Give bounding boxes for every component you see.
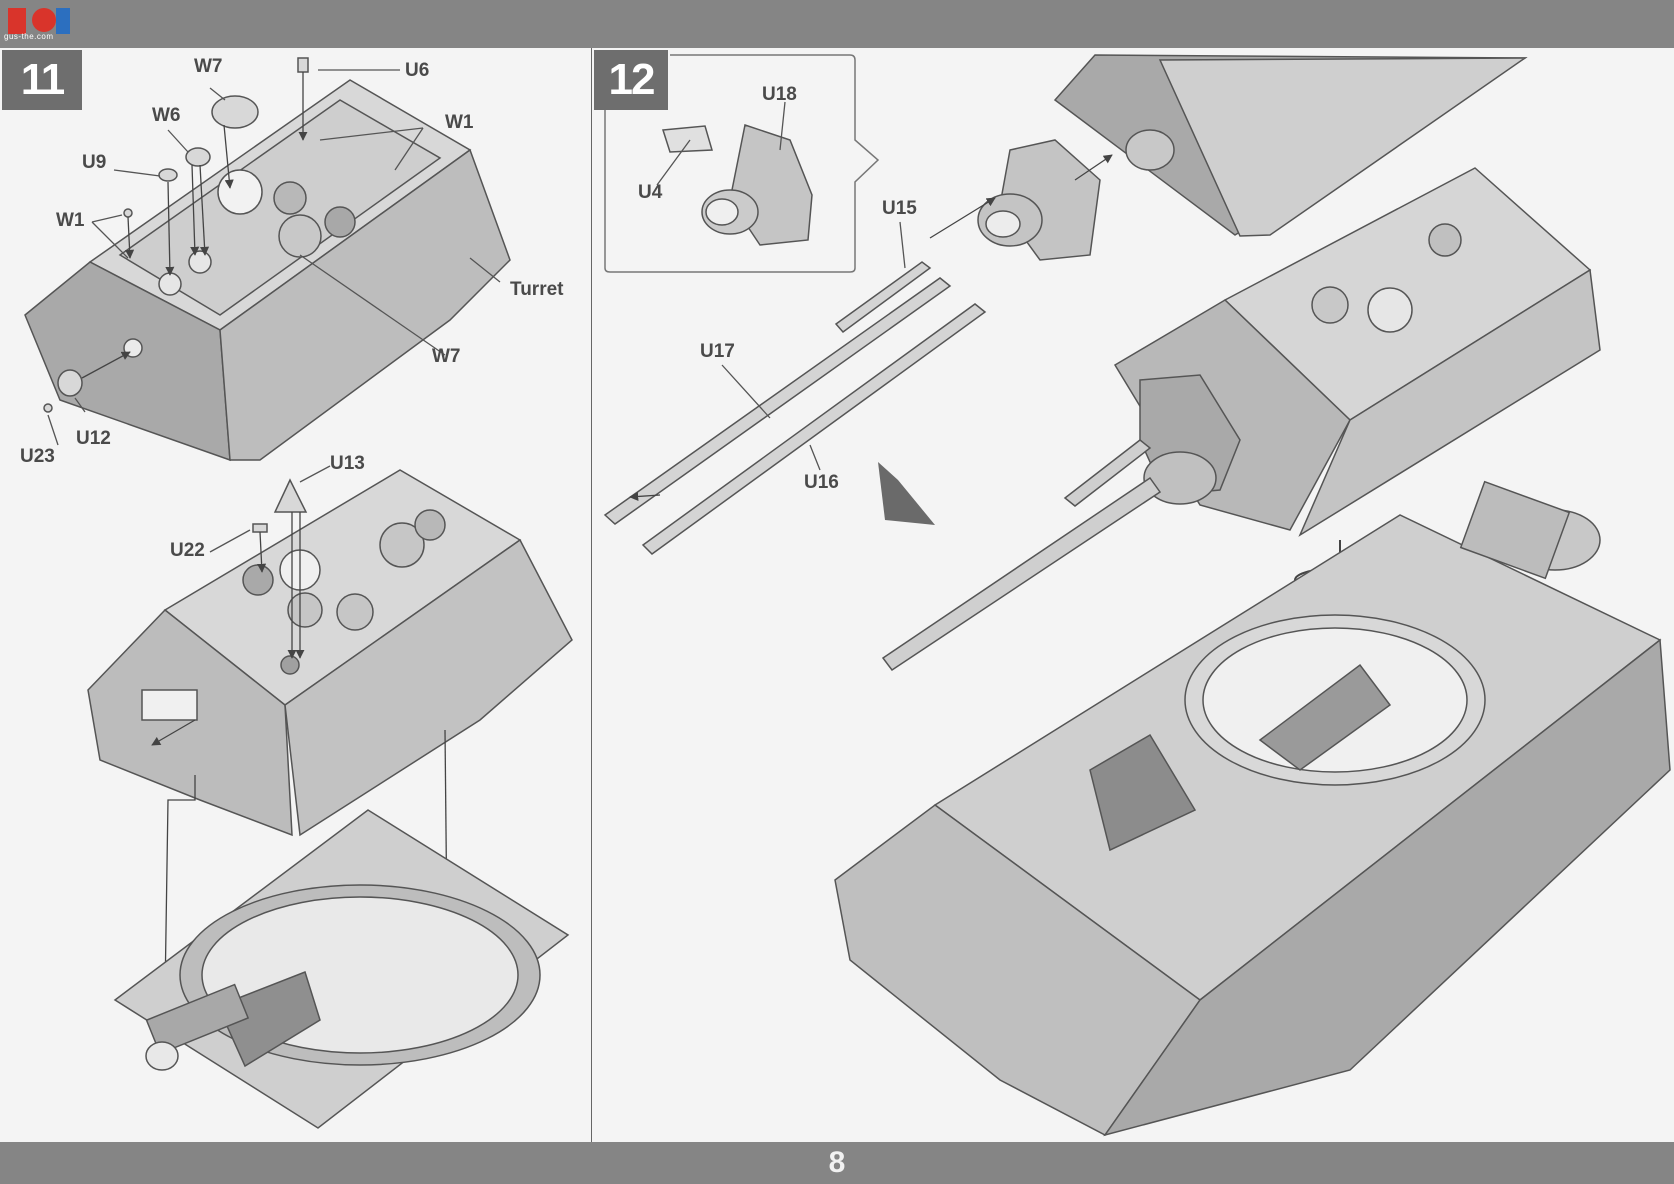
- callout-lines-11a: [47, 69, 501, 446]
- turret-parts-upper: [43, 57, 309, 413]
- label-u16: U16: [804, 472, 839, 493]
- turret-assembled-top: [1053, 54, 1528, 237]
- top-bar: [0, 0, 1674, 48]
- turret-assembled: [1113, 167, 1601, 537]
- hull-ring-plate: [113, 809, 570, 1129]
- turret-parts-lower: [252, 478, 308, 533]
- label-w6: W6: [152, 105, 181, 126]
- site-watermark-text: gus-the.com: [4, 32, 54, 41]
- callout-lines-12b: [721, 221, 906, 471]
- site-logo: [8, 8, 70, 34]
- label-u17: U17: [700, 341, 735, 362]
- callout-lines-11b: [209, 465, 331, 553]
- callout-lines-12a: [656, 101, 786, 186]
- mantlet-main: [977, 139, 1101, 261]
- label-u13: U13: [330, 453, 365, 474]
- label-u12: U12: [76, 428, 111, 449]
- label-turret: Turret: [510, 279, 564, 300]
- gun-barrel: [881, 439, 1162, 672]
- step-12-number: 12: [594, 50, 668, 110]
- mantlet-inset: [662, 124, 813, 246]
- step-11-number: 11: [2, 50, 82, 110]
- turret-lower: [87, 469, 573, 837]
- label-u15: U15: [882, 198, 917, 219]
- step12-inset: [604, 54, 880, 273]
- label-w1-right: W1: [445, 112, 474, 133]
- assembly-arrows-12: [629, 154, 1113, 501]
- label-u23: U23: [20, 446, 55, 467]
- label-w7-bottom: W7: [432, 346, 461, 367]
- barrel-parts: [603, 261, 987, 555]
- bottom-bar: [0, 1142, 1674, 1184]
- label-w1-left: W1: [56, 210, 85, 231]
- label-u6: U6: [405, 60, 430, 81]
- label-u4: U4: [638, 182, 663, 203]
- label-w7-top: W7: [194, 56, 223, 77]
- direction-arrow: [878, 462, 935, 525]
- turret-upper: [24, 79, 511, 462]
- assembly-arrows-11a: [81, 72, 308, 379]
- page-number: 8: [828, 1146, 846, 1179]
- label-u9: U9: [82, 152, 107, 173]
- label-u18: U18: [762, 84, 797, 105]
- label-u22: U22: [170, 540, 205, 561]
- panel-divider: [591, 48, 592, 1142]
- hull-assembled: [834, 480, 1671, 1137]
